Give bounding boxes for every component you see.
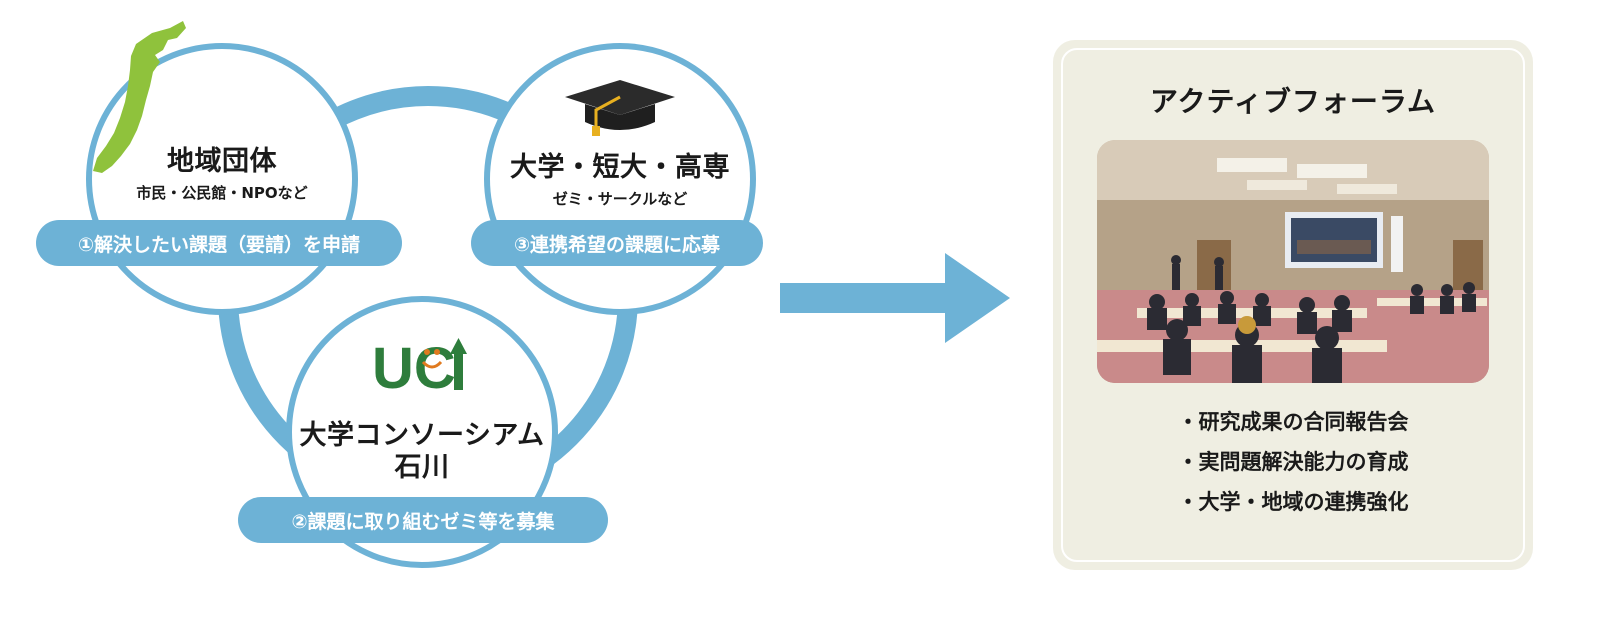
university-title: 大学・短大・高専 [510, 152, 730, 183]
consortium-title-line1: 大学コンソーシアム [299, 420, 545, 451]
right-arrow-icon [780, 253, 1010, 343]
consortium-title-line2: 石川 [394, 452, 450, 483]
university-subtitle: ゼミ・サークルなど [552, 190, 688, 208]
step2-pill: ②課題に取り組むゼミ等を募集 [238, 497, 608, 543]
forum-title: アクティブフォーラム [1149, 85, 1437, 118]
forum-bullets: ・研究成果の合同報告会 ・実問題解決能力の育成 ・大学・地域の連携強化 [1053, 402, 1533, 522]
graduation-cap-icon [565, 80, 675, 136]
ishikawa-map-icon [93, 21, 186, 173]
step3-pill: ③連携希望の課題に応募 [471, 220, 763, 266]
university-label: 大学・短大・高専 ゼミ・サークルなど [480, 152, 760, 210]
forum-photo-illustration [1097, 140, 1489, 383]
consortium-label: 大学コンソーシアム 石川 [272, 420, 572, 484]
forum-panel: アクティブフォーラム [1053, 40, 1533, 570]
community-title: 地域団体 [167, 146, 277, 177]
forum-bullet-2: ・実問題解決能力の育成 [1177, 450, 1409, 474]
community-subtitle: 市民・公民館・NPOなど [136, 184, 308, 202]
forum-photo [1097, 140, 1489, 383]
forum-bullet-3: ・大学・地域の連携強化 [1177, 490, 1409, 514]
uc-logo: UC [372, 336, 467, 401]
svg-text:UC: UC [372, 336, 456, 401]
forum-panel-border [1061, 48, 1525, 562]
forum-bullet-1: ・研究成果の合同報告会 [1177, 410, 1409, 434]
community-label: 地域団体 市民・公民館・NPOなど [92, 146, 352, 204]
step1-pill: ①解決したい課題（要請）を申請 [36, 220, 402, 266]
